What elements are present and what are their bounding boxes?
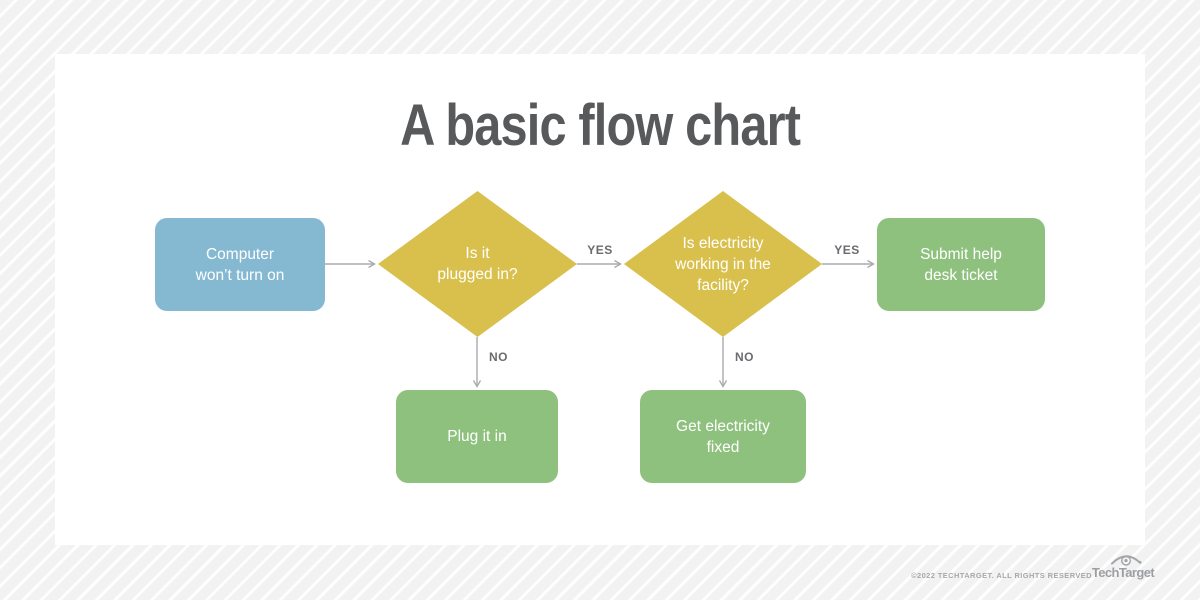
node-label: Submit help desk ticket [920, 245, 1002, 284]
node-label: Get electricity fixed [676, 417, 770, 456]
node-computer-wont-turn-on: Computer won’t turn on [155, 218, 325, 311]
node-plug-it-in: Plug it in [396, 390, 558, 483]
page-title: A basic flow chart [399, 93, 801, 158]
edge-label-no-1: NO [489, 350, 508, 364]
node-label: Is it plugged in? [437, 245, 518, 283]
page-title-wrap: A basic flow chart [55, 92, 1145, 159]
node-label: Plug it in [447, 428, 507, 445]
flowchart-card: A basic flow chart Computer won’t turn o… [55, 54, 1145, 545]
node-label: Computer won’t turn on [195, 245, 285, 284]
node-submit-help-desk-ticket: Submit help desk ticket [877, 218, 1045, 311]
edge-label-yes-2: YES [834, 243, 860, 257]
node-label: Is electricity working in the facility? [675, 234, 771, 294]
edge-label-no-2: NO [735, 350, 754, 364]
techtarget-logo: TechTarget [1092, 552, 1155, 580]
node-get-electricity-fixed: Get electricity fixed [640, 390, 806, 483]
eye-icon [1111, 555, 1142, 566]
logo-text: TechTarget [1091, 565, 1155, 580]
edge-label-yes-1: YES [587, 243, 613, 257]
node-is-it-plugged-in: Is it plugged in? [378, 191, 577, 337]
footer-copyright: ©2022 TECHTARGET. ALL RIGHTS RESERVED [911, 571, 1092, 580]
node-is-electricity-working: Is electricity working in the facility? [624, 191, 822, 337]
